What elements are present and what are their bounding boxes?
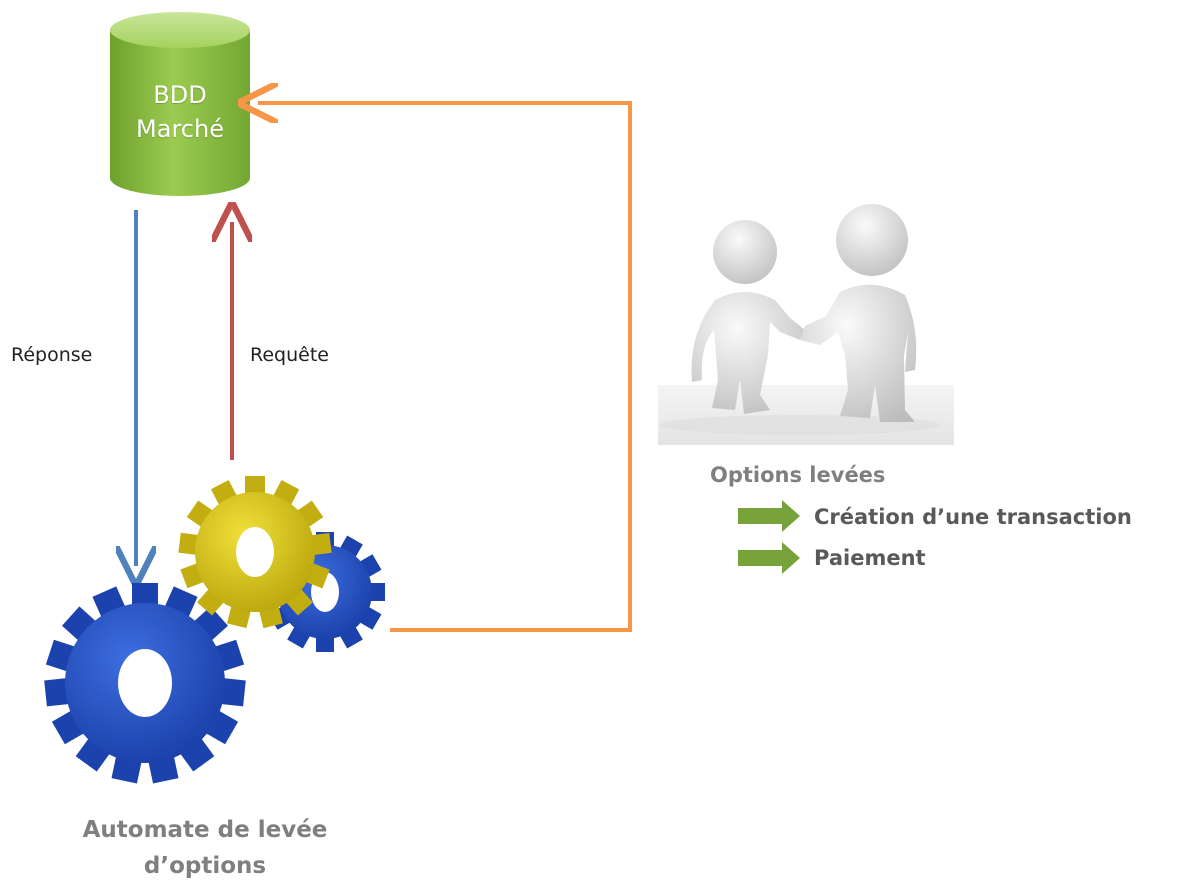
options-item-transaction: Création d’une transaction [814,505,1132,529]
options-item-paiement: Paiement [814,546,926,570]
automate-label-line2: d’options [143,853,267,879]
feedback-arrow [258,103,632,632]
automate-label: Automate de levée d’options [40,812,370,884]
database-label: BDD Marché [110,78,250,146]
large-blue-gear-icon [44,583,246,784]
green-arrow-icon [738,500,800,532]
database-label-line2: Marché [136,115,224,143]
request-label: Requête [250,344,329,366]
options-title: Options levées [710,463,886,487]
database-cylinder-icon [110,12,250,196]
green-arrow-icon [738,542,800,574]
response-label: Réponse [11,344,93,366]
automate-label-line1: Automate de levée [82,817,328,843]
handshake-figures-icon [658,204,954,445]
yellow-gear-icon [178,476,332,629]
database-label-line1: BDD [153,81,207,109]
